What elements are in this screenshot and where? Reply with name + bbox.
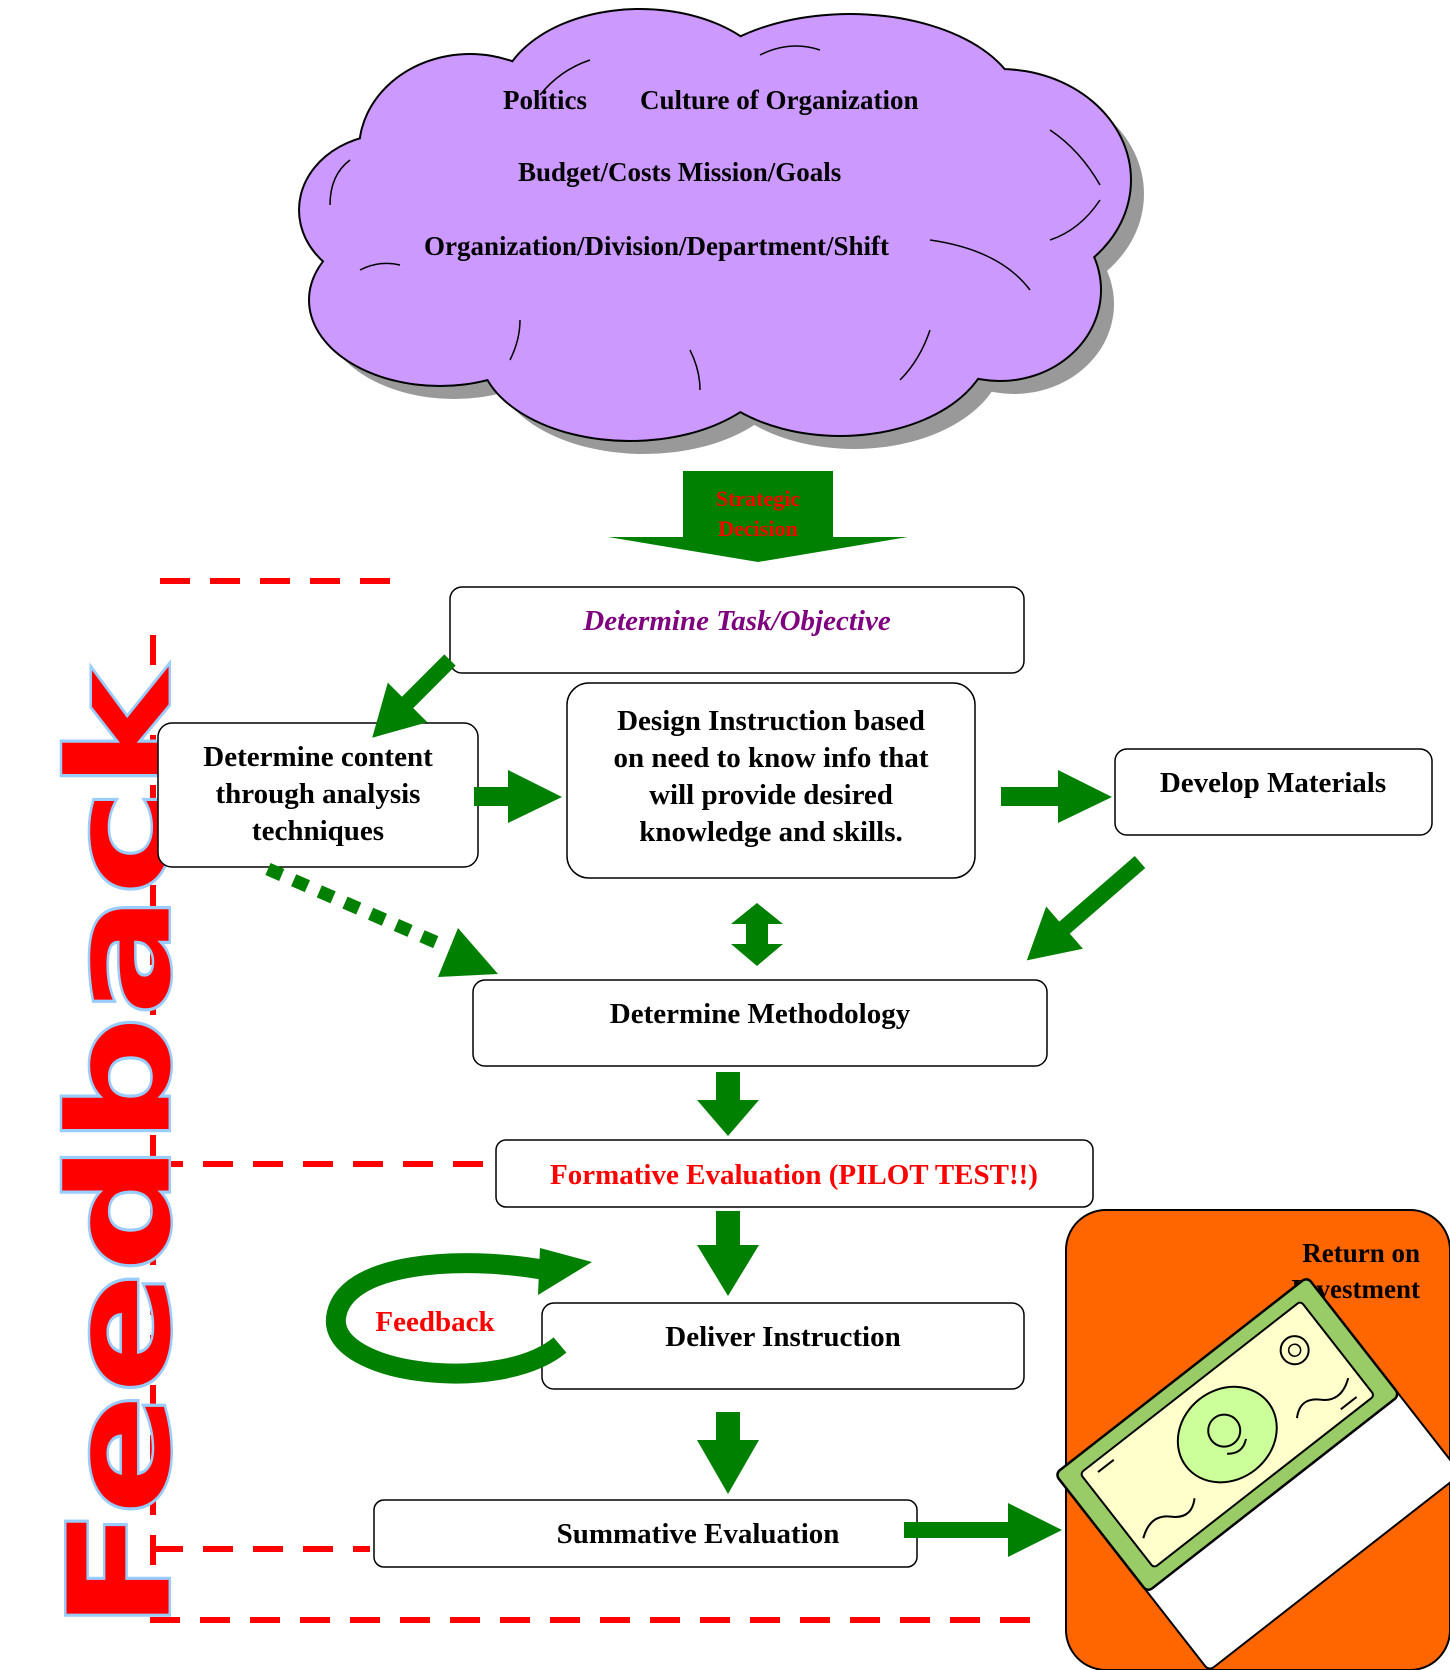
develop-materials-label: Develop Materials <box>1160 767 1386 799</box>
box-develop-materials <box>1114 748 1433 836</box>
determine-content-line-3: techniques <box>252 815 384 847</box>
cloud-culture: Culture of Organization <box>640 85 919 115</box>
box-formative-evaluation <box>495 1139 1094 1208</box>
feedback-loop-arrowhead <box>538 1248 592 1295</box>
design-instruction-line-2: on need to know info that <box>613 742 928 774</box>
box-design-instruction <box>566 682 976 879</box>
feedback-dashed-lines <box>150 578 1045 1623</box>
roi-box: Return on Investment <box>1056 1209 1450 1670</box>
money-stack-icon <box>1056 1278 1450 1670</box>
strategic-decision-arrow: Strategic Decision <box>608 471 908 562</box>
feedback-loop: Feedback <box>326 1248 592 1384</box>
summative-evaluation-label: Summative Evaluation <box>557 1518 840 1550</box>
arrow-formative-to-deliver <box>697 1211 759 1296</box>
arrow-methodology-to-formative <box>697 1072 759 1136</box>
determine-content-line-1: Determine content <box>203 741 433 773</box>
design-instruction-line-4: knowledge and skills. <box>639 816 903 848</box>
arrow-content-to-design <box>474 770 562 823</box>
cloud-politics: Politics <box>503 85 587 115</box>
determine-content-line-2: through analysis <box>216 778 421 810</box>
arrow-design-to-develop <box>1001 770 1112 823</box>
determine-task-label: Determine Task/Objective <box>582 605 891 637</box>
box-determine-task <box>449 586 1025 674</box>
box-determine-methodology <box>472 979 1048 1067</box>
cloud-organization: Organization/Division/Department/Shift <box>424 231 889 261</box>
arrow-task-to-content <box>372 654 456 738</box>
decision-label: Decision <box>718 516 797 541</box>
arrow-deliver-to-summative <box>697 1412 759 1494</box>
design-instruction-line-1: Design Instruction based <box>617 705 925 737</box>
arrow-summative-to-roi <box>904 1503 1062 1557</box>
determine-methodology-label: Determine Methodology <box>610 998 911 1030</box>
formative-evaluation-label: Formative Evaluation (PILOT TEST!!) <box>550 1159 1038 1191</box>
feedback-loop-label: Feedback <box>375 1306 495 1338</box>
arrow-develop-to-methodology <box>1026 855 1146 961</box>
arrow-design-methodology-double <box>731 903 783 966</box>
design-instruction-line-3: will provide desired <box>649 779 893 811</box>
cloud-budget-mission: Budget/Costs Mission/Goals <box>518 157 841 187</box>
deliver-instruction-label: Deliver Instruction <box>665 1321 900 1353</box>
roi-line-1: Return on <box>1302 1238 1420 1268</box>
strategic-label: Strategic <box>716 486 801 511</box>
cloud-text: Politics Culture of Organization Budget/… <box>424 85 919 261</box>
cloud-shape <box>298 8 1144 454</box>
arrow-content-to-methodology-dotted <box>265 863 498 977</box>
